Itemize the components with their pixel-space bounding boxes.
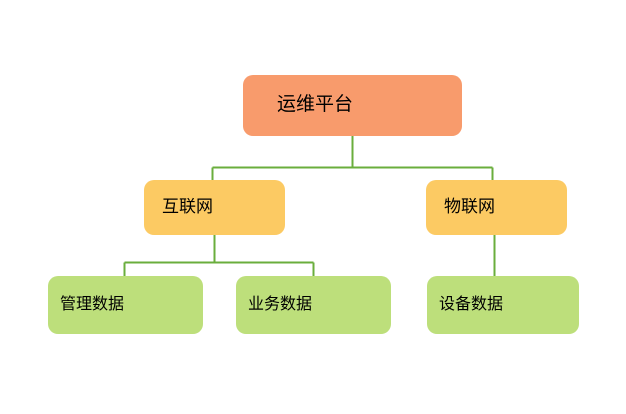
node-device-data[interactable]: 设备数据 [427,276,579,334]
node-business-data[interactable]: 业务数据 [236,276,391,334]
node-internet-label: 互联网 [162,197,213,217]
node-iot[interactable]: 物联网 [426,180,567,235]
node-device-data-label: 设备数据 [439,296,504,314]
node-management-data[interactable]: 管理数据 [48,276,203,334]
node-business-data-label: 业务数据 [248,296,313,314]
node-iot-label: 物联网 [444,197,495,217]
node-internet[interactable]: 互联网 [144,180,285,235]
node-root-label: 运维平台 [277,94,354,116]
node-root[interactable]: 运维平台 [243,75,462,136]
node-management-data-label: 管理数据 [60,296,125,314]
